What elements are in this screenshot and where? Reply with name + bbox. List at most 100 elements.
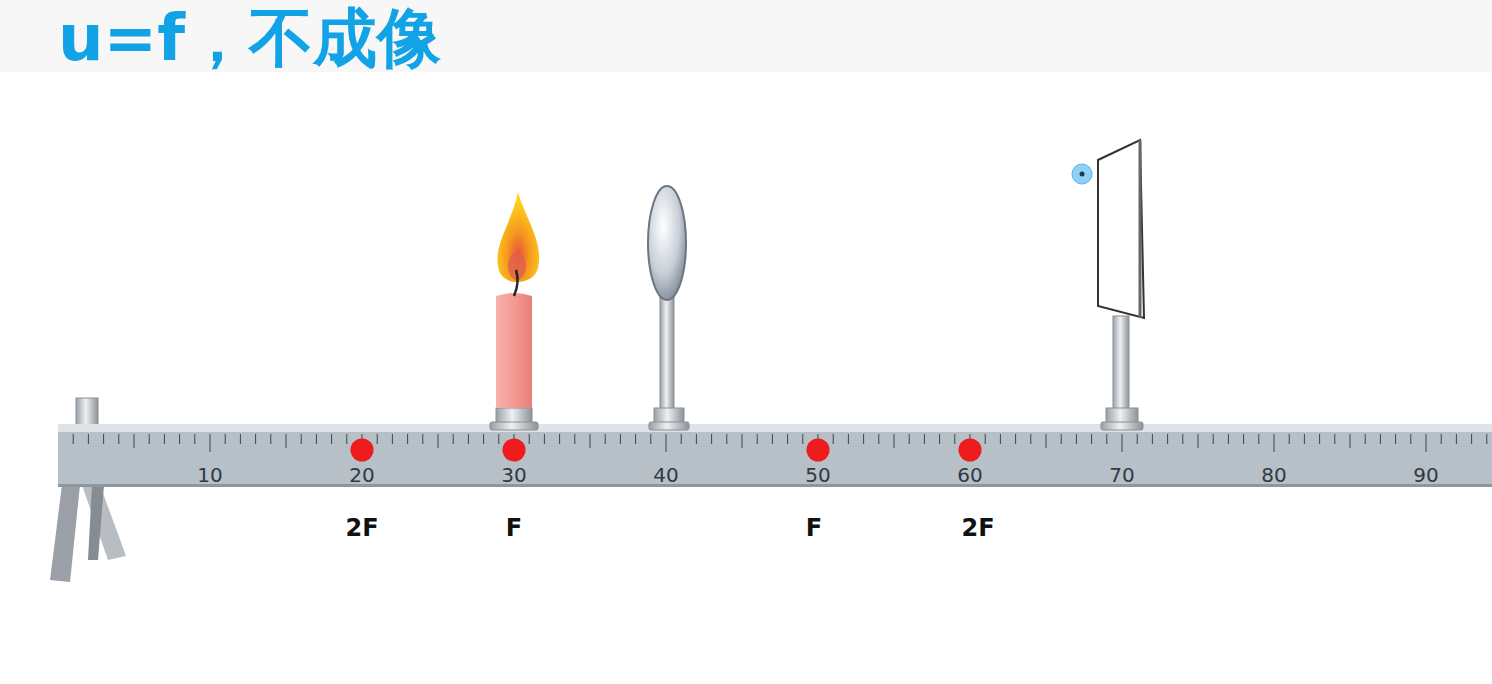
focal-dot [807,439,830,462]
scale-tick [498,434,499,444]
scale-number: 10 [197,465,222,485]
scale-tick [1228,434,1229,444]
scale-tick [939,434,940,444]
scale-tick [1319,434,1320,444]
scale-tick [909,434,910,444]
scale-tick [1304,434,1305,444]
scale-tick [878,434,879,444]
focal-label: F [506,516,522,540]
scale-tick [1426,434,1427,452]
scale-tick [742,434,743,448]
scale-tick [757,434,758,444]
scale-tick [833,434,834,444]
scale-tick [711,434,712,444]
scale-tick [331,434,332,444]
scale-tick [301,434,302,444]
scale-tick [1365,434,1366,444]
scale-tick [1198,434,1199,448]
convex-lens [648,186,689,430]
scale-tick [1152,434,1153,444]
focal-label: 2F [961,516,994,540]
scale-tick [407,434,408,444]
scale-tick [1167,434,1168,444]
scale-number: 20 [349,465,374,485]
scale-tick [179,434,180,444]
scale-tick [1258,434,1259,444]
scale-tick [894,434,895,448]
scale-tick [696,434,697,444]
scale-tick [1000,434,1001,444]
scale-tick [286,434,287,448]
scale-tick [1380,434,1381,444]
light-screen [1072,140,1144,430]
scale-tick [88,434,89,444]
title: u=f，不成像 [58,6,441,70]
scale-number: 60 [957,465,982,485]
candle [490,192,539,430]
scale-tick [1076,434,1077,444]
scale-number: 80 [1261,465,1286,485]
scale-tick [1410,434,1411,444]
scale-number: 70 [1109,465,1134,485]
scale-tick [1456,434,1457,444]
scale-tick [194,434,195,444]
scale-tick [346,434,347,444]
scale-tick [544,434,545,444]
scale-tick [1289,434,1290,444]
focal-dot [351,439,374,462]
focal-dot [959,439,982,462]
scale-tick [438,434,439,448]
scale-number: 30 [501,465,526,485]
scale-tick [468,434,469,444]
scale-tick [73,434,74,444]
scale-tick [635,434,636,444]
scale-tick [802,434,803,444]
scale-ticks [73,434,1487,452]
scale-tick [620,434,621,444]
scale-number: 40 [653,465,678,485]
scale-tick [590,434,591,448]
scale-tick [1182,434,1183,444]
scale-tick [1137,434,1138,444]
scale-tick [605,434,606,444]
scale-tick [1334,434,1335,444]
scale-tick [848,434,849,444]
scale-tick [1015,434,1016,444]
focal-dot [503,439,526,462]
scale-tick [1243,434,1244,444]
scale-tick [240,434,241,444]
scale-tick [225,434,226,444]
focal-label: 2F [345,516,378,540]
scale-tick [559,434,560,444]
scale-tick [772,434,773,444]
scale-tick [574,434,575,444]
scale-tick [1030,434,1031,444]
title-band [0,0,1492,72]
scale-tick [666,434,667,452]
scale-tick [1046,434,1047,448]
focal-points [351,439,982,462]
scale-tick [453,434,454,444]
scale-tick [164,434,165,444]
scale-tick [1274,434,1275,452]
scale-tick [1061,434,1062,444]
scale-tick [255,434,256,444]
scale-tick [650,434,651,444]
scale-tick [863,434,864,444]
scale-number: 90 [1413,465,1438,485]
scale-tick [210,434,211,452]
scale-tick [392,434,393,444]
scale-tick [316,434,317,444]
scale-tick [149,434,150,444]
scale-tick [1213,434,1214,444]
scale-tick [422,434,423,444]
scale-number: 50 [805,465,830,485]
scale-tick [377,434,378,444]
scale-tick [483,434,484,444]
scale-tick [103,434,104,444]
scale-tick [1395,434,1396,444]
scale-tick [529,434,530,444]
scale-tick [134,434,135,448]
scale-tick [954,434,955,444]
